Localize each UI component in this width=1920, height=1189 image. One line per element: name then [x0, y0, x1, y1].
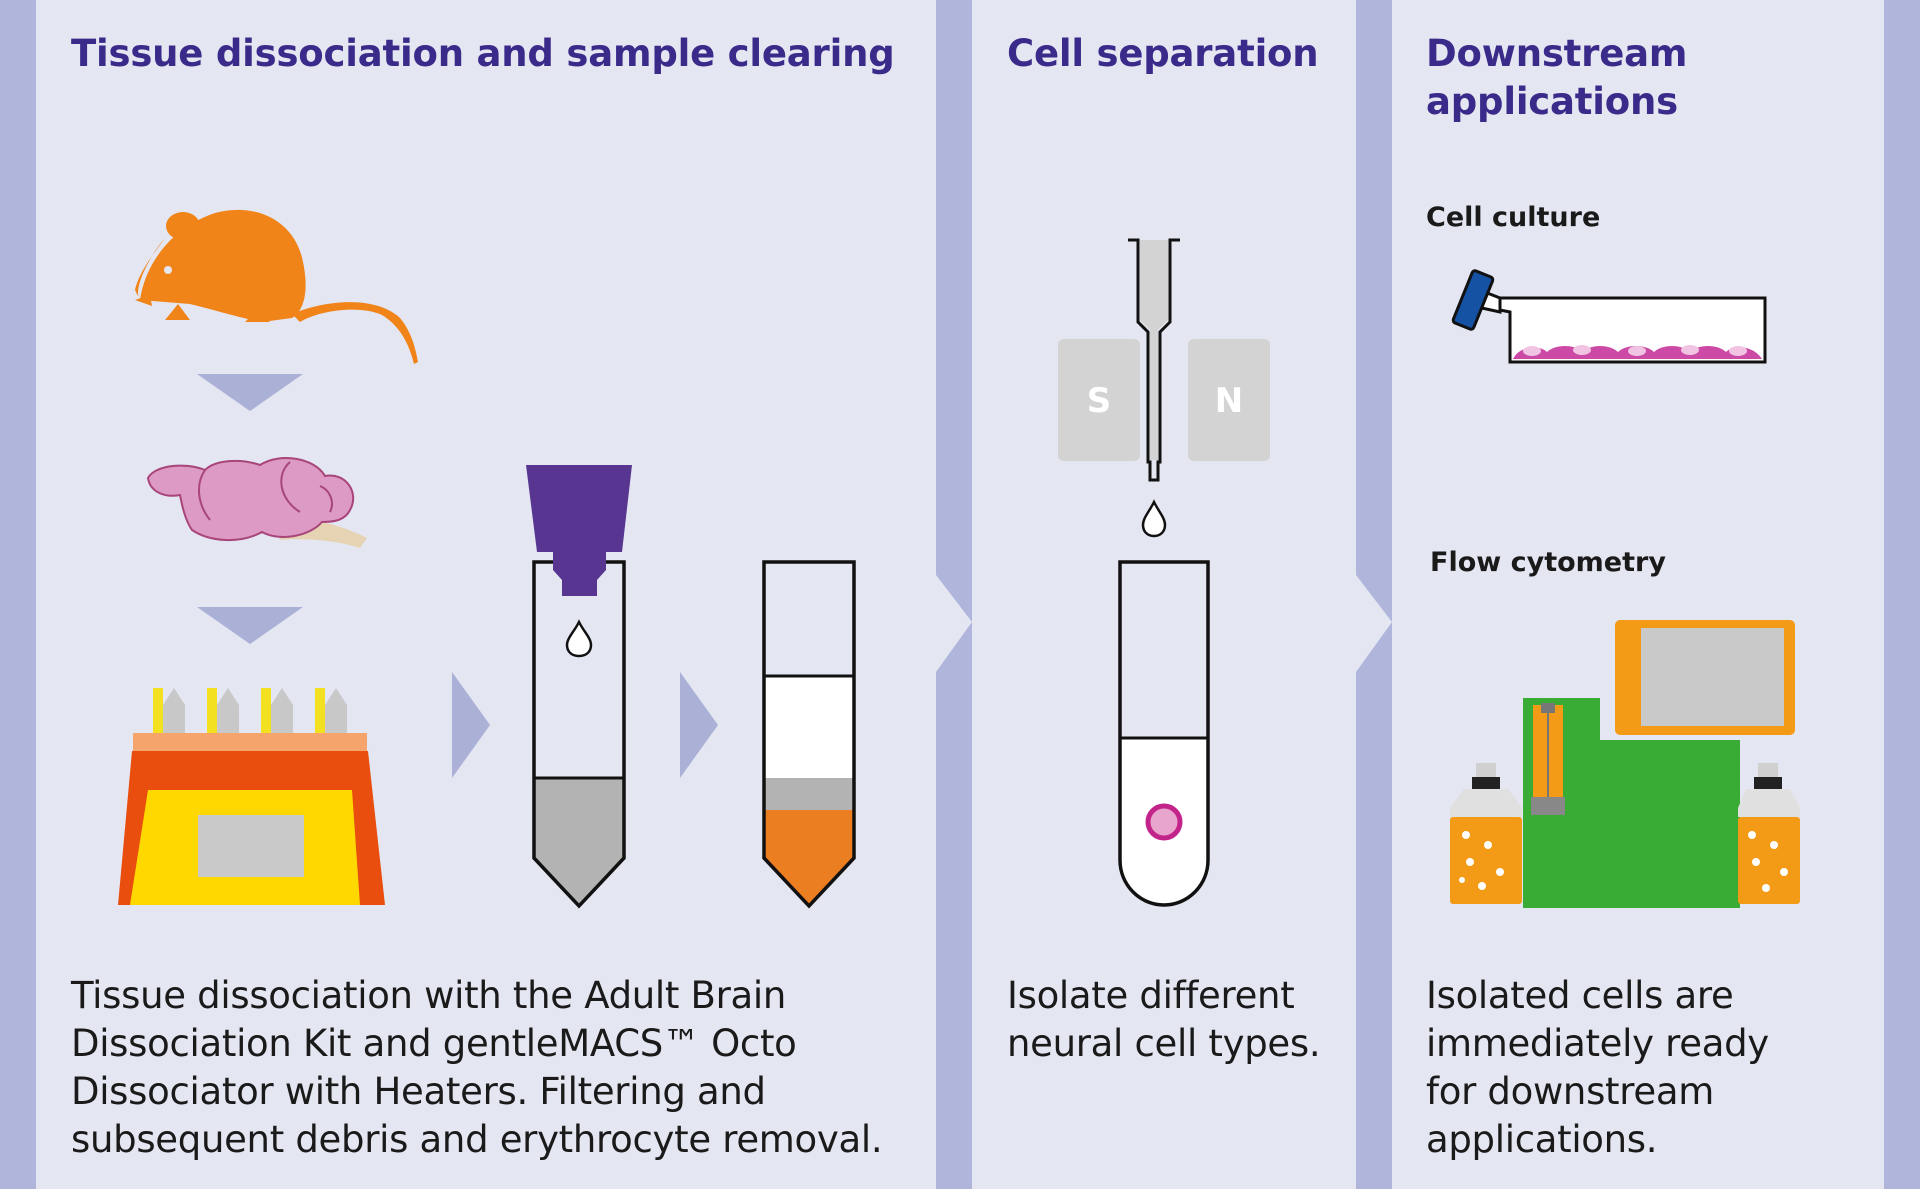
brain-icon	[146, 457, 367, 548]
description-line: Dissociation Kit and gentleMACS™ Octo	[71, 1022, 797, 1065]
panel-title-cell-separation: Cell separation	[1007, 32, 1319, 75]
description-line: Dissociator with Heaters. Filtering and	[71, 1070, 766, 1113]
panel-title-tissue-dissociation: Tissue dissociation and sample clearing	[71, 32, 895, 75]
panel-chevron-1	[936, 575, 972, 672]
octo-dissociator-icon	[118, 688, 385, 905]
right-arrow-icon	[680, 672, 718, 778]
magnet-pole-s-label: S	[1087, 381, 1112, 421]
description-line: neural cell types.	[1007, 1022, 1321, 1065]
title-line: applications	[1426, 80, 1678, 123]
description-line: subsequent debris and erythrocyte remova…	[71, 1118, 883, 1161]
down-arrow-icon	[197, 607, 303, 644]
description-line: Isolated cells are	[1426, 974, 1734, 1017]
magnetic-separator-icon: S N	[1058, 238, 1270, 538]
magnet-pole-n-label: N	[1215, 381, 1243, 421]
right-arrow-icon	[452, 672, 490, 778]
description-line: immediately ready	[1426, 1022, 1769, 1065]
subheading-cell-culture: Cell culture	[1426, 202, 1601, 233]
collection-tube-icon	[1118, 560, 1210, 907]
description-line: Tissue dissociation with the Adult Brain	[71, 974, 787, 1017]
down-arrow-icon	[197, 374, 303, 411]
panel-downstream-applications	[1392, 0, 1884, 1189]
panel-chevron-2	[1356, 575, 1392, 672]
flow-cytometer-icon	[1450, 620, 1800, 908]
reagent-bottle-left-icon	[1450, 763, 1522, 904]
subheading-flow-cytometry: Flow cytometry	[1430, 547, 1666, 578]
cleared-tube-icon	[762, 560, 856, 909]
description-line: Isolate different	[1007, 974, 1295, 1017]
title-line: Downstream	[1426, 32, 1688, 75]
description-line: for downstream	[1426, 1070, 1714, 1113]
culture-flask-icon	[1451, 269, 1767, 364]
reagent-bottle-right-icon	[1738, 763, 1800, 904]
filter-tube-icon	[526, 465, 632, 909]
panel-cell-separation	[972, 0, 1356, 1189]
mouse-icon	[135, 209, 418, 364]
description-line: applications.	[1426, 1118, 1658, 1161]
